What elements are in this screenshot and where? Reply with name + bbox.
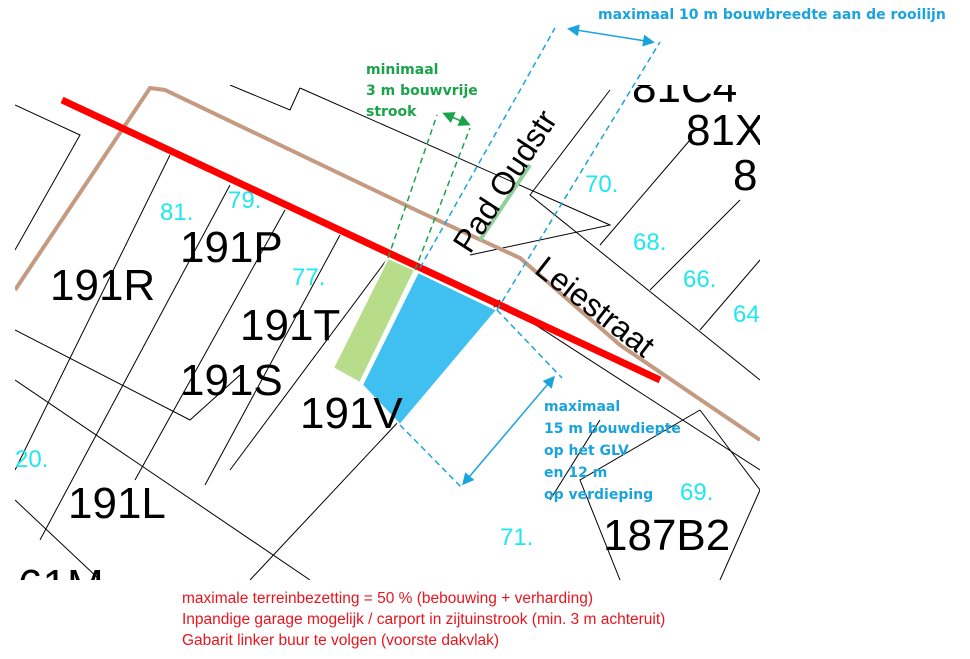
svg-text:191L: 191L (68, 479, 166, 528)
svg-text:81C4: 81C4 (632, 63, 737, 112)
svg-text:70.: 70. (585, 171, 618, 198)
svg-text:20.: 20. (15, 446, 48, 473)
svg-text:en 12 m: en 12 m (544, 465, 607, 481)
svg-text:op verdieping: op verdieping (544, 487, 653, 503)
svg-text:68.: 68. (633, 229, 666, 256)
green-annotation: minimaal 3 m bouwvrije strook (366, 62, 478, 120)
svg-text:minimaal: minimaal (366, 62, 438, 78)
svg-text:64: 64 (733, 301, 760, 328)
note-garage: Inpandige garage mogelijk / carport in z… (182, 611, 666, 628)
notes: maximale terreinbezetting = 50 % (bebouw… (182, 588, 665, 651)
svg-text:191P: 191P (180, 223, 283, 272)
svg-text:191R: 191R (50, 261, 155, 310)
width-annotation: maximaal 10 m bouwbreedte aan de rooilij… (598, 7, 946, 23)
svg-text:71.: 71. (500, 524, 533, 551)
depth-arrow (462, 375, 555, 486)
street-label-pad-oudstraat: Pad Oudstr (446, 103, 565, 259)
svg-text:191S: 191S (180, 356, 283, 405)
note-gabarit: Gabarit linker buur te volgen (voorste d… (182, 632, 500, 649)
svg-text:66.: 66. (683, 266, 716, 293)
svg-text:191V: 191V (300, 389, 403, 438)
blue-dimension-lines (399, 27, 661, 489)
svg-text:81X: 81X (686, 106, 764, 155)
svg-text:77.: 77. (292, 264, 325, 291)
depth-annotation: maximaal 15 m bouwdiepte op het GLV en 1… (544, 399, 681, 503)
width-arrow (567, 24, 655, 47)
svg-text:191T: 191T (240, 301, 340, 350)
svg-text:maximaal: maximaal (544, 399, 620, 415)
svg-text:8: 8 (733, 151, 757, 200)
green-dimension-arrow (442, 112, 471, 126)
note-coverage: maximale terreinbezetting = 50 % (bebouw… (182, 590, 593, 607)
svg-text:3 m bouwvrije: 3 m bouwvrije (366, 83, 478, 99)
parcel-labels: 191R 191P 191S 191T 191V 191L 187B2 81C4… (18, 63, 764, 610)
house-numbers: 81. 79. 77. 70. 68. 66. 64 20. 69. 71. (15, 171, 760, 551)
svg-text:187B2: 187B2 (603, 511, 730, 560)
green-dimension (387, 114, 471, 271)
svg-text:61M: 61M (18, 561, 104, 610)
svg-text:op het GLV: op het GLV (544, 443, 629, 459)
svg-text:strook: strook (366, 104, 417, 120)
svg-text:81.: 81. (160, 199, 193, 226)
svg-text:69.: 69. (680, 479, 713, 506)
building-line-red (60, 96, 662, 384)
svg-text:15 m bouwdiepte: 15 m bouwdiepte (544, 421, 681, 437)
green-path (478, 163, 532, 242)
green-building-free-strip (331, 256, 417, 385)
road-line (15, 85, 760, 442)
